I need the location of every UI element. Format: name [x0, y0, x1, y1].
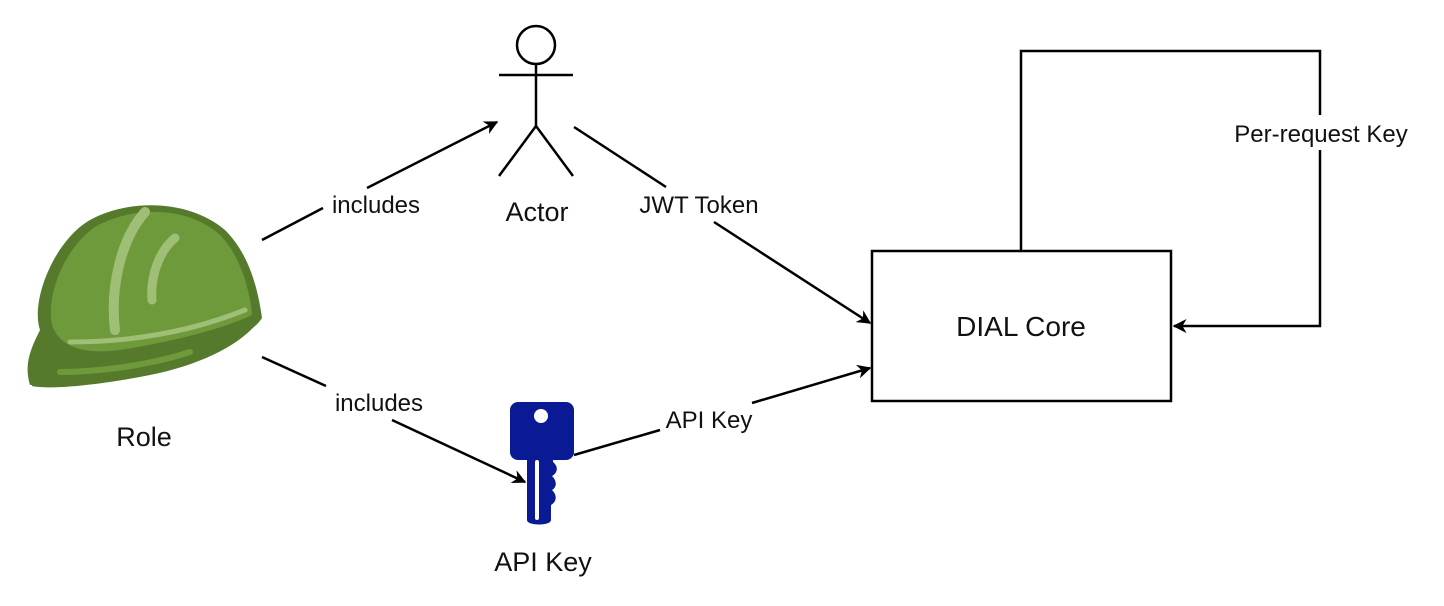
stick-figure-icon[interactable] [497, 24, 575, 177]
edge-label-role-key: includes [335, 390, 423, 417]
actor-label: Actor [505, 197, 568, 227]
api-key-node-label: API Key [494, 547, 592, 577]
edge-label-role-actor: includes [332, 192, 420, 219]
hard-hat-icon[interactable] [27, 205, 262, 388]
role-label: Role [116, 422, 172, 452]
dial-core-label: DIAL Core [956, 311, 1086, 342]
edge-actor-to-core[interactable] [573, 125, 872, 325]
edge-role-to-key[interactable] [261, 355, 527, 484]
edge-role-to-actor[interactable] [261, 120, 499, 242]
edge-core-loop[interactable] [1019, 49, 1322, 333]
edge-label-jwt-token: JWT Token [639, 192, 758, 219]
dial-core-box[interactable] [870, 249, 1173, 403]
edge-label-per-request-key: Per-request Key [1234, 121, 1407, 148]
key-icon[interactable] [510, 402, 574, 525]
edge-key-to-core[interactable] [573, 364, 872, 457]
edge-label-api-key: API Key [666, 407, 753, 434]
